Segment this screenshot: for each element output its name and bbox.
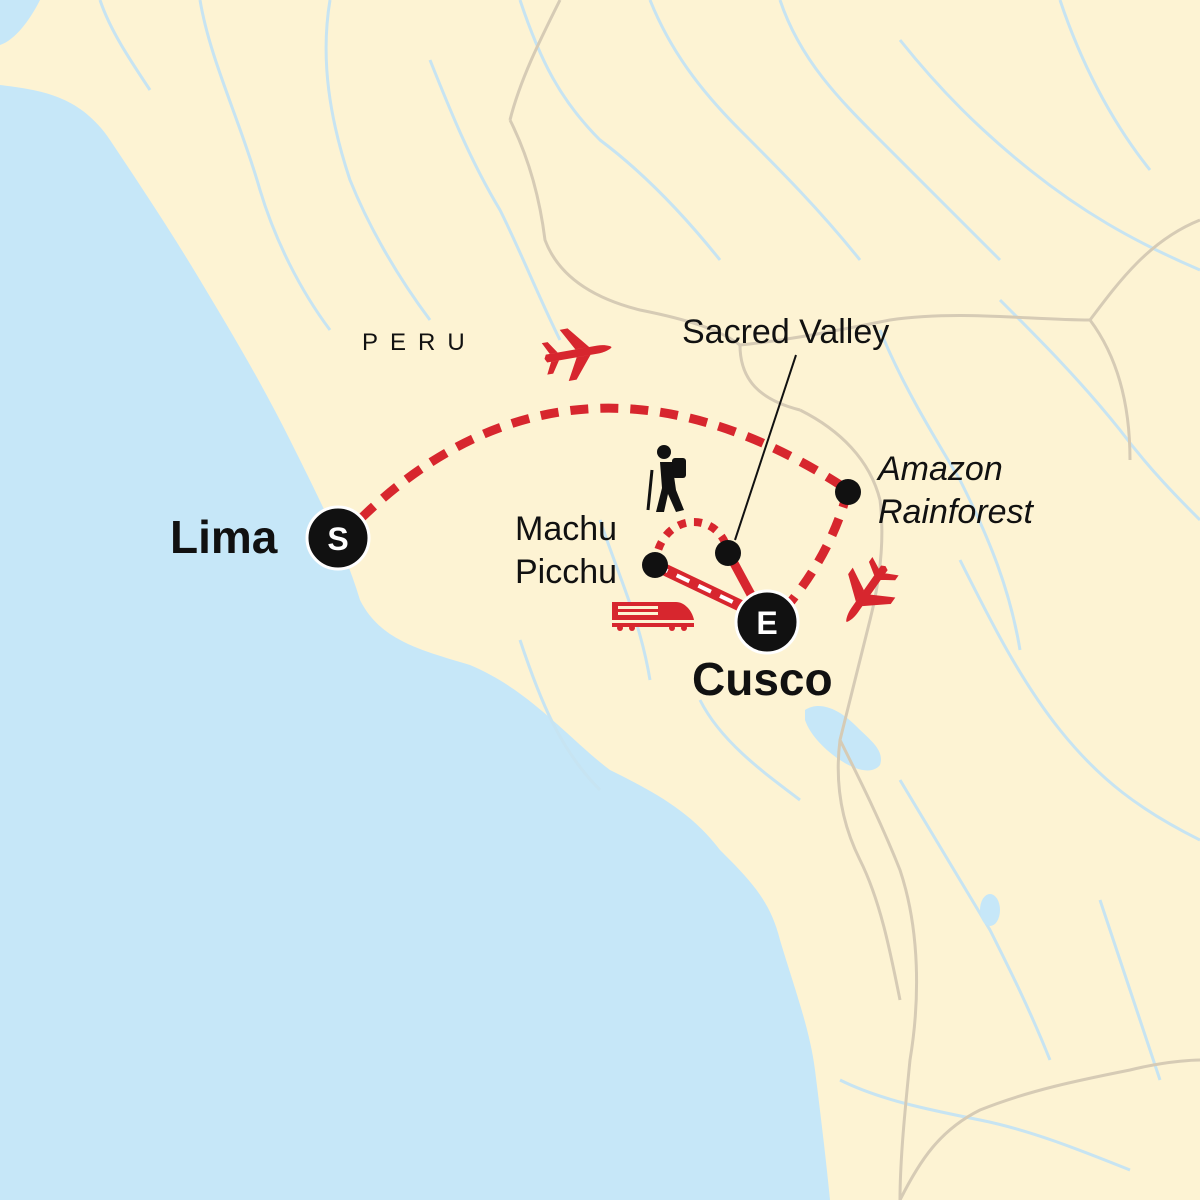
hike-route <box>651 517 732 566</box>
plane-icon <box>846 556 899 622</box>
end-marker: E <box>734 589 800 655</box>
pacific-ocean <box>0 85 830 1200</box>
amazon-label-line1: Amazon <box>876 450 1003 488</box>
sacred-valley-leader <box>734 354 797 541</box>
rivers <box>98 0 1200 1172</box>
borders <box>508 0 1200 1200</box>
lima-label: Lima <box>170 511 278 563</box>
sacred-valley-dot <box>715 540 741 566</box>
hiker-icon <box>646 445 686 512</box>
sacred-valley-label: Sacred Valley <box>682 313 889 351</box>
machu-picchu-dot <box>642 552 668 578</box>
train-icon <box>612 602 694 631</box>
machu-picchu-label-line1: Machu <box>515 510 617 548</box>
start-marker: S <box>305 505 371 571</box>
end-marker-letter: E <box>756 605 777 641</box>
amazon-label-line2: Rainforest <box>878 493 1035 531</box>
start-marker-letter: S <box>327 521 348 557</box>
country-label: PERU <box>362 329 477 356</box>
lake-titicaca <box>805 705 881 771</box>
plane-icon <box>541 328 612 382</box>
flight-route-lima-amazon <box>336 403 851 544</box>
island <box>0 0 40 45</box>
machu-picchu-label-line2: Picchu <box>515 553 617 591</box>
lake-poopo <box>980 894 1000 926</box>
amazon-dot <box>835 479 861 505</box>
cusco-label: Cusco <box>692 653 833 705</box>
